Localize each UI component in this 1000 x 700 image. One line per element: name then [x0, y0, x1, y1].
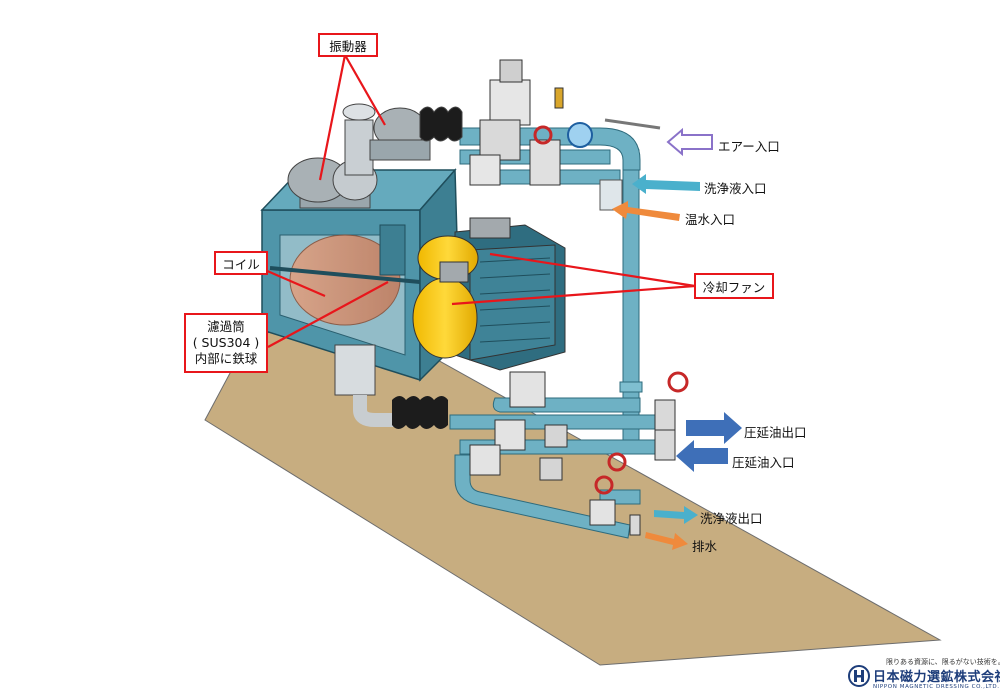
- label-rolling-oil-in: 圧延油入口: [732, 455, 795, 470]
- floor-plate: [204, 299, 942, 666]
- company-name-en: NIPPON MAGNETIC DRESSING CO.,LTD.: [873, 684, 1000, 690]
- lower-valves: [469, 371, 689, 536]
- label-rolling-oil-out: 圧延油出口: [744, 425, 807, 440]
- filter-line-3: 内部に鉄球: [194, 351, 258, 366]
- filter-line-1: 濾過筒: [207, 319, 245, 334]
- vibrator-left: [287, 103, 378, 209]
- label-air-inlet: エアー入口: [718, 139, 780, 154]
- company-name: 日本磁力選鉱株式会社: [873, 670, 1000, 685]
- arrow-wash-out: [654, 506, 698, 524]
- cooling-fan-unit: [412, 217, 566, 371]
- filter-line-2: ( SUS304 ): [192, 335, 260, 350]
- label-wash-in: 洗浄液入口: [704, 181, 767, 196]
- callout-cooling-fan: 冷却ファン: [694, 273, 774, 299]
- company-mark-icon: [848, 665, 870, 687]
- callout-vibrator: 振動器: [318, 33, 378, 57]
- company-tagline: 限りある資源に、限るがない技術を。: [886, 658, 1000, 666]
- arrow-rolling-oil-in: [676, 440, 728, 472]
- label-hot-water-in: 温水入口: [685, 212, 736, 227]
- label-drain: 排水: [692, 539, 718, 554]
- vibrator-right: [369, 106, 463, 161]
- callout-filter-cylinder: 濾過筒 ( SUS304 ) 内部に鉄球: [184, 313, 268, 373]
- valve-cluster-top: [469, 59, 661, 186]
- arrow-hot-water-in: [612, 201, 680, 221]
- label-wash-out: 洗浄液出口: [700, 511, 763, 526]
- callout-coil: コイル: [214, 251, 268, 275]
- callout-leaders: [264, 54, 696, 348]
- arrow-rolling-oil-out: [686, 412, 742, 444]
- company-logo: 限りある資源に、限るがない技術を。 日本磁力選鉱株式会社 NIPPON MAGN…: [846, 655, 1000, 695]
- arrow-drain: [645, 532, 688, 550]
- arrow-wash-in: [632, 174, 700, 194]
- riser-pipe: [622, 149, 640, 441]
- arrow-air-inlet: [666, 127, 713, 157]
- flex-hose: [392, 396, 448, 429]
